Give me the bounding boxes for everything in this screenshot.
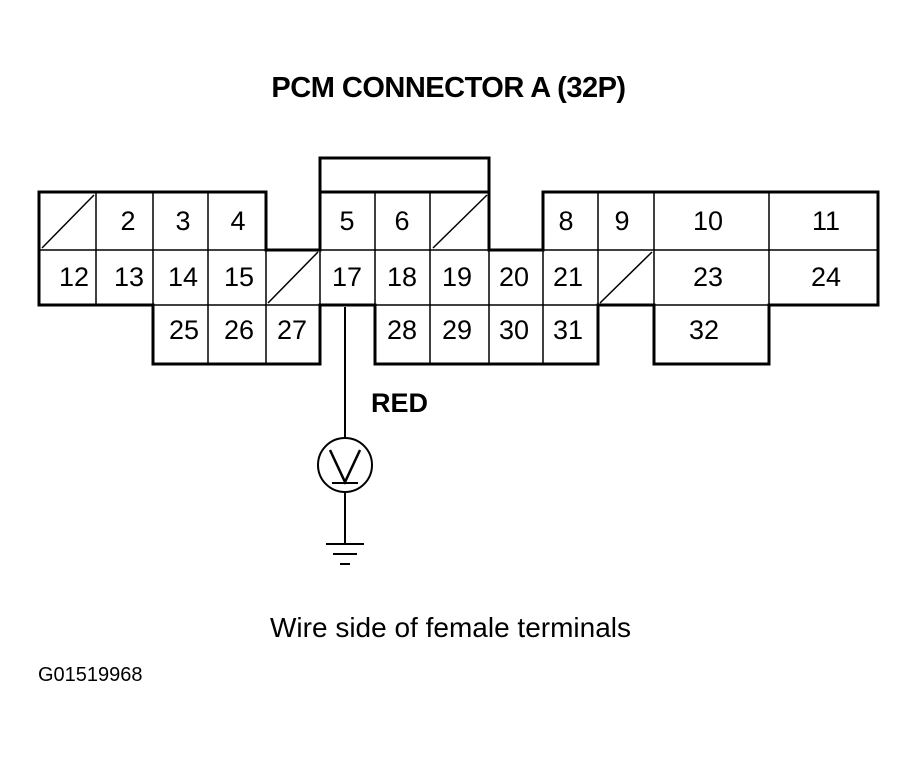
unused-cavity [41,194,95,249]
diagram-caption: Wire side of female terminals [270,612,632,643]
pin-21: 21 [553,262,583,292]
wire-color-label: RED [371,388,429,418]
pin-26: 26 [224,315,254,345]
pin-5: 5 [339,206,354,236]
pin-30: 30 [499,315,529,345]
connector-outline [37,190,880,366]
voltmeter-v-glyph [328,449,362,485]
unused-cavity [267,251,319,304]
pin-32: 32 [689,315,719,345]
pin-12: 12 [59,262,89,292]
connector-lock-tab [318,156,491,192]
pin-4: 4 [230,206,245,236]
figure-id: G01519968 [38,664,143,686]
unused-cavity-marks [41,194,653,304]
pin-2: 2 [120,206,135,236]
pin-20: 20 [499,262,529,292]
pin-8: 8 [558,206,573,236]
unused-cavity [432,194,488,249]
diagram-title: PCM CONNECTOR A (32P) [271,72,626,104]
ground-icon [326,543,364,565]
pin-24: 24 [811,262,841,292]
pin-23: 23 [693,262,723,292]
pin-19: 19 [442,262,472,292]
pin-17: 17 [332,262,362,292]
pin-11: 11 [812,206,840,236]
pin-28: 28 [387,315,417,345]
pin-15: 15 [224,262,254,292]
unused-cavity [599,251,653,304]
pin-14: 14 [168,262,198,292]
pin-3: 3 [175,206,190,236]
pin-25: 25 [169,315,199,345]
pin-29: 29 [442,315,472,345]
pin-27: 27 [277,315,307,345]
pin-10: 10 [693,206,723,236]
pin-31: 31 [553,315,583,345]
pin-18: 18 [387,262,417,292]
pin-6: 6 [394,206,409,236]
pin-13: 13 [114,262,144,292]
pin-9: 9 [614,206,629,236]
